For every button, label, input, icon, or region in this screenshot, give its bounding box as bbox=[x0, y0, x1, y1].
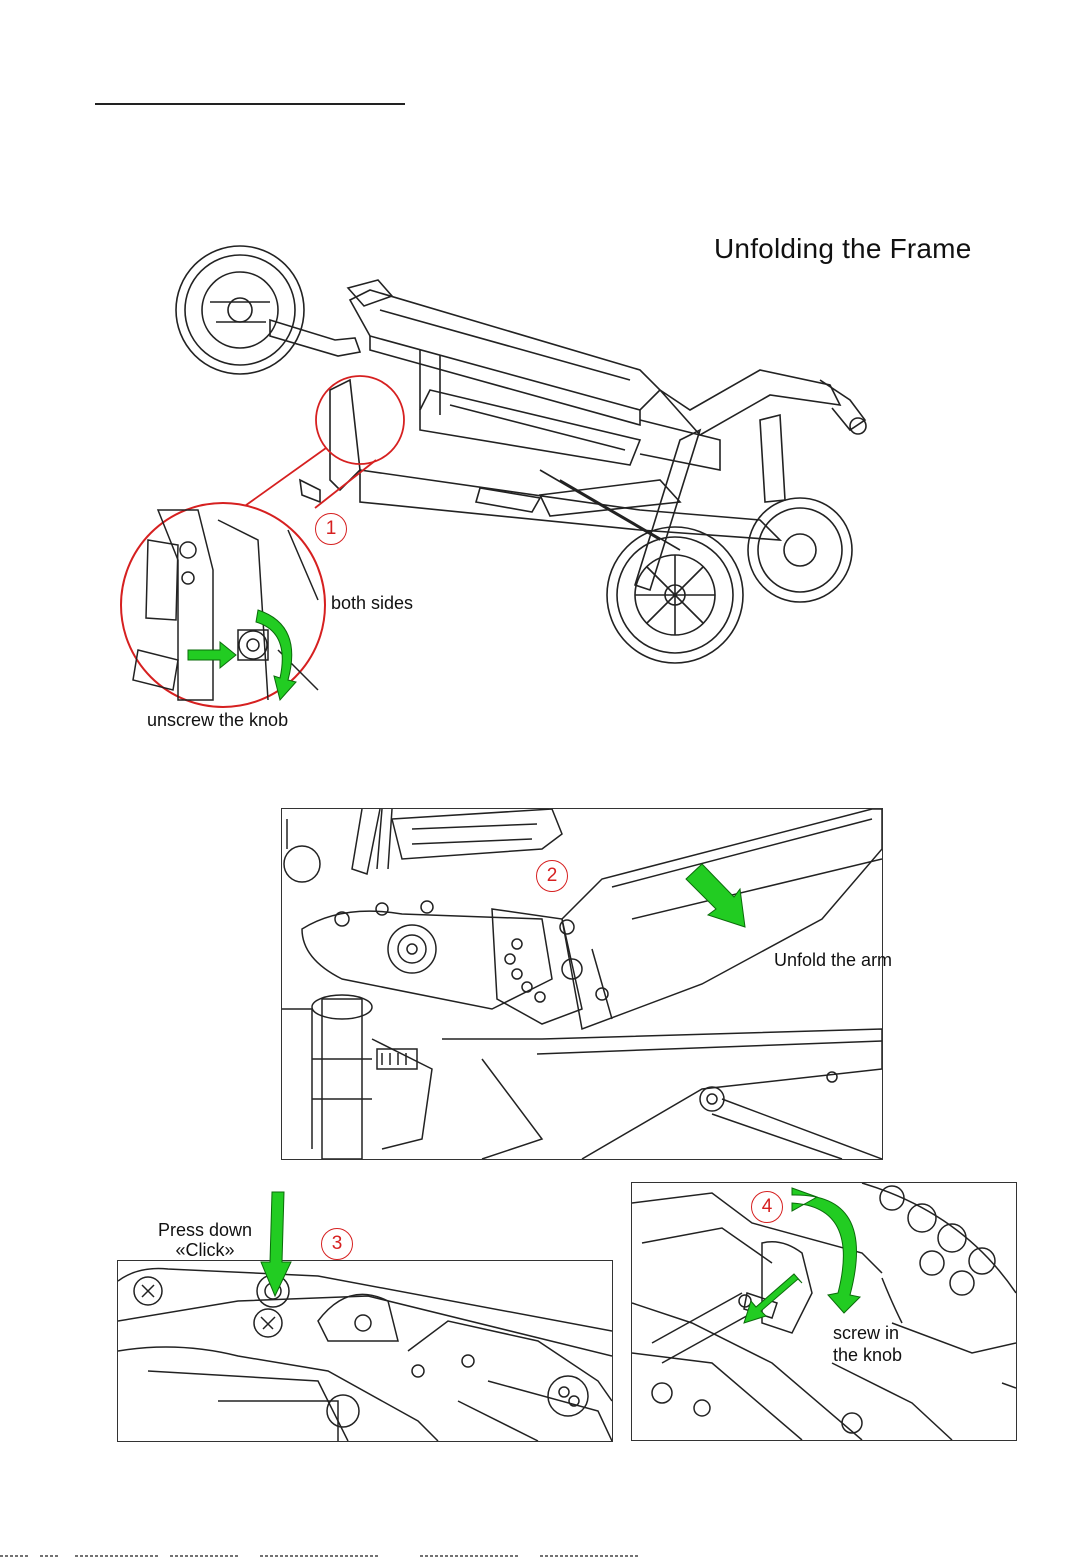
step-3-press-arrow bbox=[255, 1190, 295, 1300]
knob-detail-drawing bbox=[118, 500, 328, 710]
step-4-number: 4 bbox=[751, 1191, 783, 1223]
step-1-number: 1 bbox=[315, 513, 347, 545]
step-2-panel bbox=[281, 808, 883, 1160]
screw-in-drawing bbox=[632, 1183, 1016, 1440]
step-3-label-click: «Click» bbox=[150, 1240, 260, 1260]
step-1-label-unscrew: unscrew the knob bbox=[147, 710, 288, 731]
step-2-number: 2 bbox=[536, 860, 568, 892]
scan-edge-strip bbox=[0, 1553, 1081, 1559]
step-1-label-both-sides: both sides bbox=[331, 593, 413, 614]
unfold-arm-drawing bbox=[282, 809, 882, 1159]
header-rule bbox=[95, 103, 405, 105]
step-4-panel bbox=[631, 1182, 1017, 1441]
step-3-label-press-down: Press down bbox=[150, 1220, 260, 1240]
scan-noise bbox=[0, 1553, 1081, 1559]
step-2-label-unfold: Unfold the arm bbox=[774, 950, 892, 971]
rear-wheel bbox=[176, 246, 304, 374]
step1-detail-magnifier bbox=[118, 500, 328, 710]
step-4-label-the-knob: the knob bbox=[833, 1344, 902, 1366]
step-3-number: 3 bbox=[321, 1228, 353, 1260]
press-down-drawing bbox=[118, 1261, 612, 1441]
step-3-panel bbox=[117, 1260, 613, 1442]
step-3-label: Press down «Click» bbox=[150, 1220, 260, 1260]
brake-disc bbox=[748, 498, 852, 602]
press-arrow-icon bbox=[255, 1190, 295, 1300]
step-4-label-screw-in: screw in bbox=[833, 1322, 902, 1344]
callout-marker bbox=[242, 376, 404, 508]
step-4-label: screw in the knob bbox=[833, 1322, 902, 1366]
